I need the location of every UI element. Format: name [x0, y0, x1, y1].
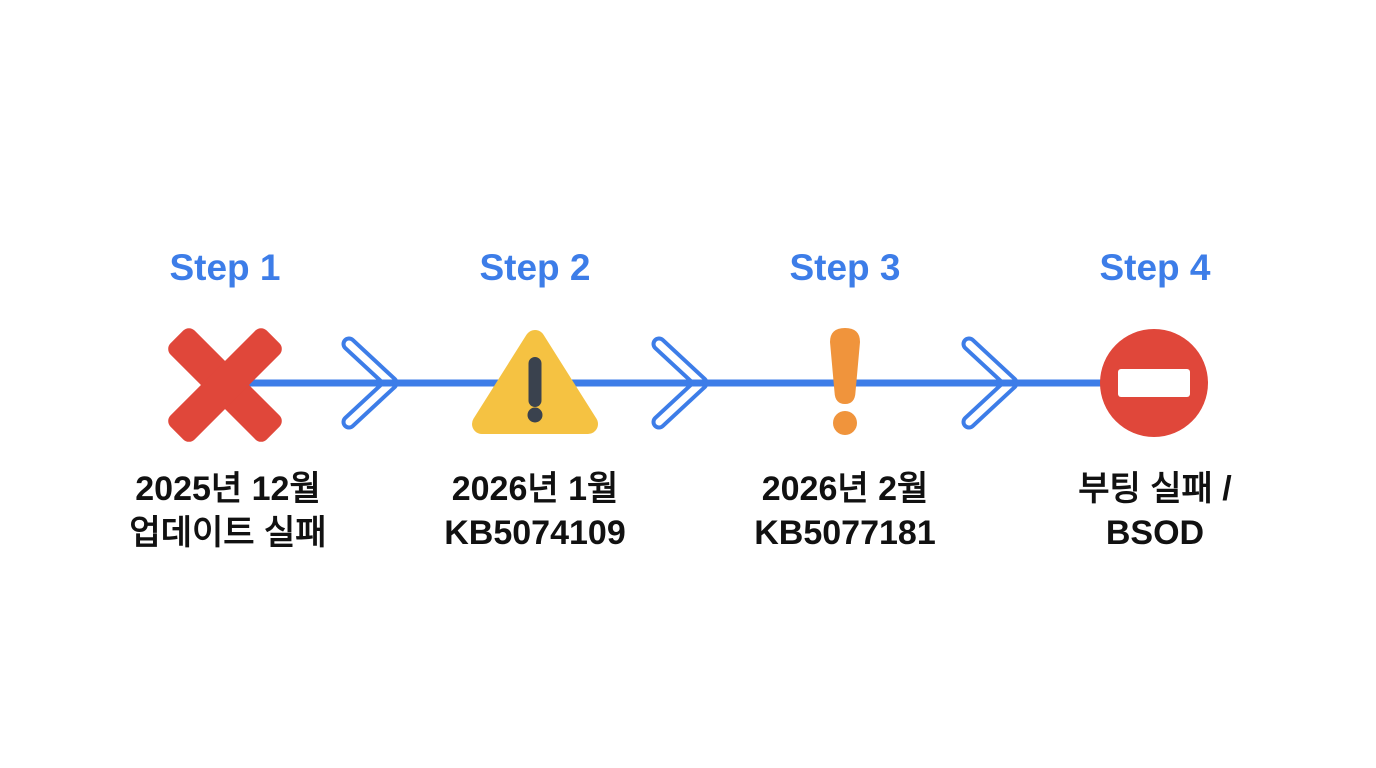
- caption-line: 2025년 12월: [135, 470, 321, 508]
- caption-line: BSOD: [1105, 514, 1205, 552]
- caption-line: 업데이트 실패: [129, 514, 327, 552]
- step-1-title: Step 1: [169, 247, 281, 288]
- alert-exclamation-icon: [830, 328, 860, 435]
- warning-triangle-icon: [472, 330, 598, 434]
- step-3-caption: 2026년 2월 KB5077181: [754, 467, 935, 555]
- step-4-caption: 부팅 실패 / BSOD: [1078, 467, 1231, 555]
- step-1-caption: 2025년 12월 업데이트 실패: [129, 467, 326, 555]
- caption-line: KB5074109: [444, 514, 626, 552]
- caption-line: KB5077181: [754, 514, 936, 552]
- step-4-title: Step 4: [1099, 247, 1211, 288]
- error-x-icon: [168, 328, 282, 442]
- step-2-caption: 2026년 1월 KB5074109: [444, 467, 625, 555]
- caption-line: 부팅 실패 /: [1078, 470, 1232, 508]
- no-entry-icon: [1100, 329, 1208, 437]
- step-2-title: Step 2: [479, 247, 591, 288]
- caption-line: 2026년 1월: [451, 470, 619, 508]
- step-3-title: Step 3: [789, 247, 901, 288]
- caption-line: 2026년 2월: [761, 470, 929, 508]
